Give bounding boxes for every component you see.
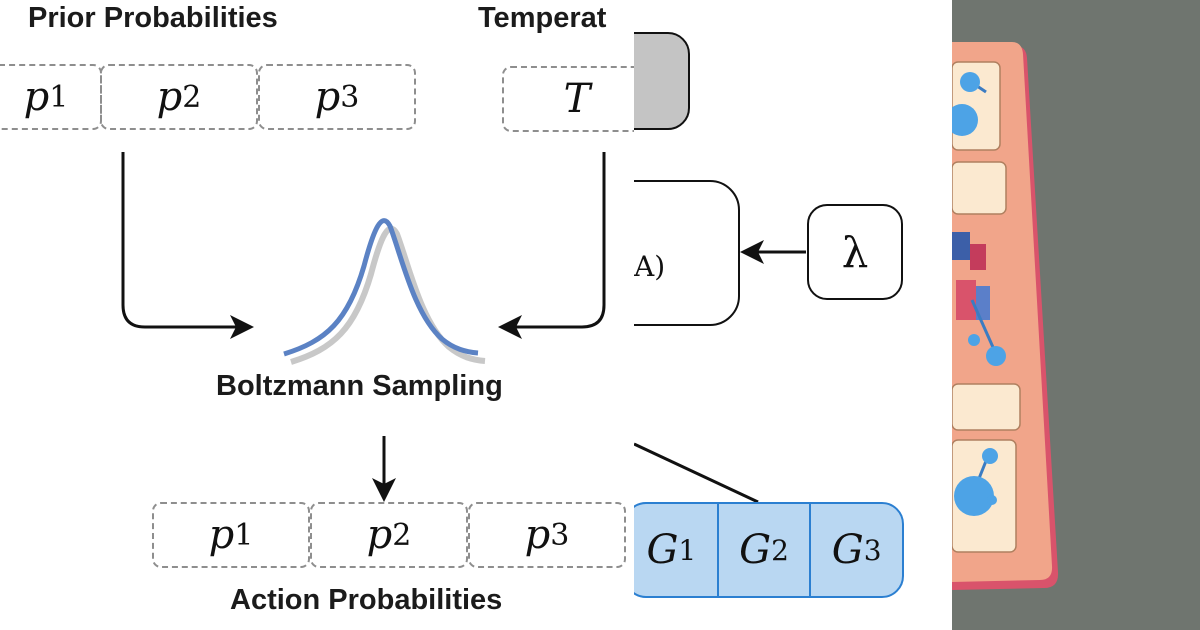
- temperature-symbol: T: [563, 76, 591, 122]
- prior-cell-2-index: 2: [182, 79, 202, 115]
- sphere-6: [954, 476, 994, 516]
- action-cell-2-symbol: p: [366, 512, 393, 558]
- diagonal-connector: [634, 442, 759, 504]
- gray-block: [634, 32, 690, 130]
- g-cell-2-index: 2: [771, 533, 789, 567]
- prior-arrowhead: [230, 315, 254, 339]
- prior-cell-3-index: 3: [340, 79, 360, 115]
- card-2: [952, 161, 1007, 215]
- sphere-1: [960, 72, 980, 92]
- prior-to-sampling-arrow: [121, 152, 236, 329]
- sphere-4: [968, 334, 980, 346]
- molecular-board-illustration: [952, 42, 1059, 590]
- sphere-5: [982, 448, 998, 464]
- lambda-symbol: λ: [841, 227, 869, 277]
- prior-probabilities-heading: Prior Probabilities: [28, 2, 278, 34]
- action-cell-3-index: 3: [550, 517, 570, 553]
- temperature-cell: T: [502, 66, 634, 132]
- g-cell-3-symbol: G: [831, 527, 864, 573]
- temperature-heading: Temperat: [478, 2, 607, 34]
- function-block: [634, 180, 740, 326]
- sphere-3: [986, 346, 1006, 366]
- action-cell-2-index: 2: [392, 517, 412, 553]
- prior-cell-1-index: 1: [49, 79, 69, 115]
- cube-3: [956, 280, 976, 320]
- action-cell-1-index: 1: [234, 517, 254, 553]
- boltzmann-arrows-and-curve: [121, 152, 606, 502]
- distribution-curve-shadow: [290, 225, 486, 365]
- bond-2: [970, 299, 998, 355]
- prior-cell-1-symbol: p: [23, 74, 50, 120]
- cube-4: [976, 286, 990, 320]
- prior-cell-2-symbol: p: [156, 74, 183, 120]
- cube-1: [952, 232, 970, 260]
- sphere-2: [952, 104, 978, 136]
- card-3: [952, 383, 1021, 431]
- temperature-arrowhead: [498, 315, 522, 339]
- function-text-fragment: A): [634, 250, 666, 283]
- boltzmann-sampling-label: Boltzmann Sampling: [216, 370, 503, 402]
- action-arrowhead: [372, 478, 396, 502]
- lambda-arrowhead: [740, 240, 764, 264]
- temperature-to-sampling-arrow: [516, 152, 606, 329]
- g-cell-1-symbol: G: [646, 527, 679, 573]
- g-cell-2-symbol: G: [739, 527, 772, 573]
- sphere-7: [987, 495, 997, 505]
- action-cell-1-symbol: p: [208, 512, 235, 558]
- g-cell-1-index: 1: [678, 533, 697, 567]
- illustration-panel: [952, 0, 1200, 630]
- distribution-curve: [283, 218, 479, 357]
- action-probabilities-label: Action Probabilities: [230, 584, 503, 616]
- lambda-box: λ: [807, 204, 903, 300]
- g-cell-3-index: 3: [863, 533, 882, 567]
- model-connectors: [634, 240, 806, 504]
- action-cell-3-symbol: p: [524, 512, 551, 558]
- prior-cell-3-symbol: p: [314, 74, 341, 120]
- cube-2: [970, 244, 986, 270]
